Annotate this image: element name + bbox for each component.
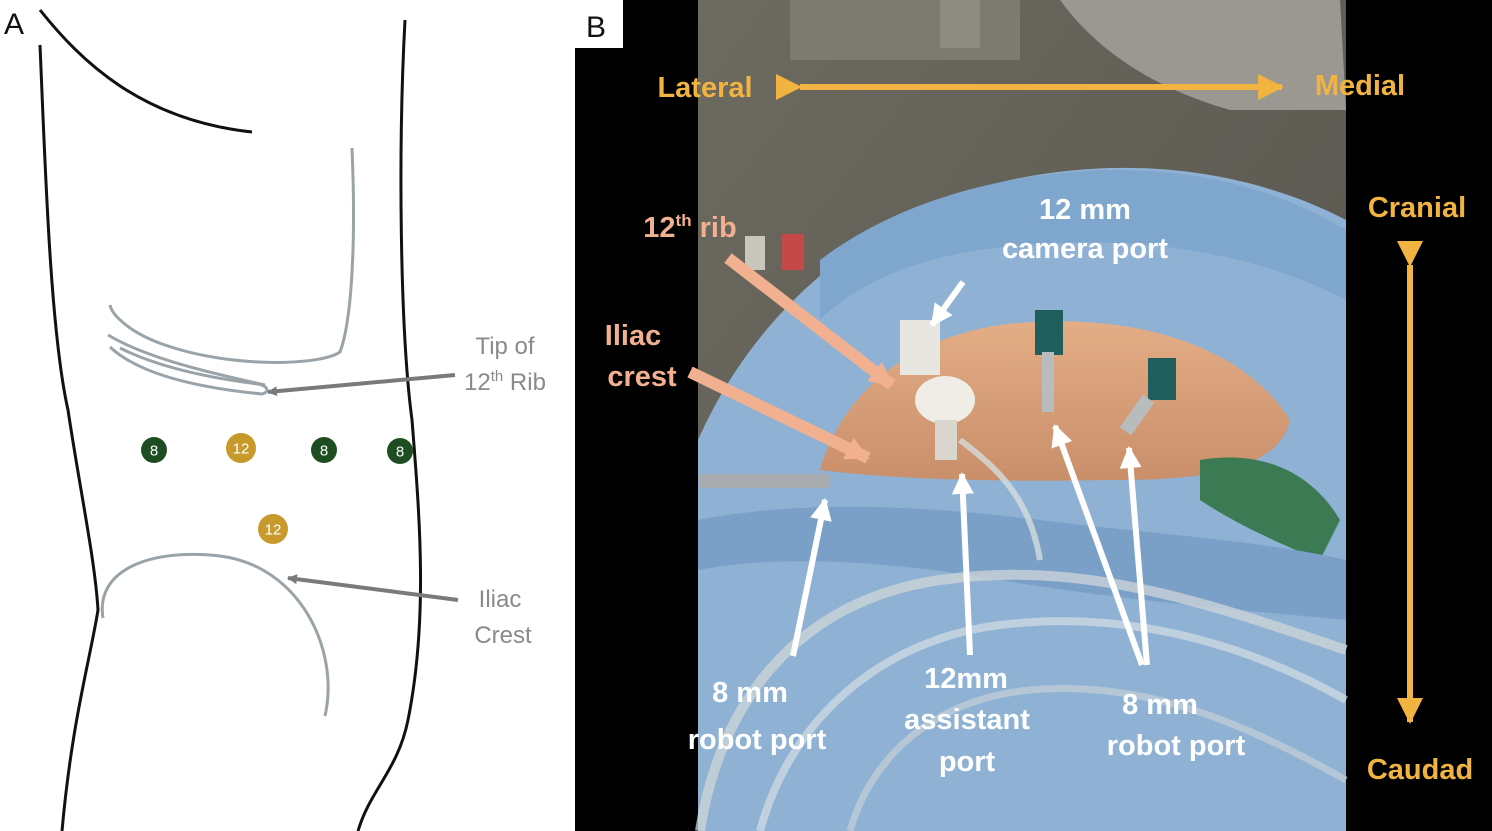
panel-b: B Lateral Medial Cranial Caudad 12th rib… <box>575 0 1492 831</box>
svg-text:8: 8 <box>396 444 404 461</box>
robot-trocar-head-2 <box>1148 358 1176 400</box>
torso-outline-right <box>356 19 423 831</box>
crest-label-line2: Crest <box>474 622 532 649</box>
port-marker-8mm-1: 8 <box>141 437 167 463</box>
assistant-label-line2: assistant <box>904 704 1030 736</box>
panel-b-letter-box <box>575 0 623 48</box>
camera-port-label-line1: 12 mm <box>1039 194 1131 226</box>
assistant-label-line1: 12mm <box>924 663 1008 695</box>
rib-label-arrow <box>267 373 456 397</box>
direction-caudad: Caudad <box>1367 754 1473 786</box>
rib-label-line1: Tip of <box>475 333 534 360</box>
camera-trocar-head <box>900 320 940 375</box>
assistant-label-line3: port <box>939 746 996 778</box>
port-marker-8mm-2: 8 <box>311 437 337 463</box>
robot-right-arrow-1 <box>1051 424 1145 667</box>
crest-label-line1: Iliac <box>479 586 522 613</box>
rib-pointer-arrow <box>724 253 896 390</box>
iliac-pointer-arrow <box>687 366 871 464</box>
anatomy-iliac-line1: Iliac <box>605 320 661 352</box>
torso-outline-left <box>38 44 100 831</box>
robot-right-label-line1: 8 mm <box>1122 689 1198 721</box>
camera-port-label-line2: camera port <box>1002 233 1168 265</box>
assistant-port-arrow <box>951 472 974 656</box>
direction-lateral: Lateral <box>657 72 752 104</box>
robot-left-label-line2: robot port <box>688 724 827 756</box>
surgical-photo <box>695 0 1348 831</box>
robot-right-label-line2: robot port <box>1107 730 1246 762</box>
svg-text:8: 8 <box>320 443 328 460</box>
direction-cranial: Cranial <box>1368 192 1466 224</box>
svg-text:12: 12 <box>233 441 250 458</box>
port-marker-8mm-3: 8 <box>387 438 413 464</box>
panel-a-letter: A <box>4 8 24 41</box>
iliac-crest-line <box>100 552 330 717</box>
panel-a-letter-box <box>0 0 40 40</box>
anatomy-12th-rib-label: 12th rib <box>643 211 736 244</box>
svg-text:12: 12 <box>265 522 282 539</box>
robot-right-arrow-2 <box>1119 446 1150 666</box>
rib-12-tip <box>108 345 269 396</box>
crest-label-arrow <box>287 574 459 602</box>
panel-b-letter: B <box>586 11 606 44</box>
port-marker-12mm-2: 12 <box>258 514 288 544</box>
shoulder-outline <box>38 9 253 134</box>
port-marker-12mm-1: 12 <box>226 433 256 463</box>
robot-left-arrow <box>790 498 832 657</box>
anatomy-iliac-line2: crest <box>607 361 677 393</box>
robot-trocar-head-1 <box>1035 310 1063 355</box>
robot-left-label-line1: 8 mm <box>712 677 788 709</box>
rib-line-upper <box>108 147 355 364</box>
svg-text:8: 8 <box>150 443 158 460</box>
panel-a: A Tip of 12th Rib Iliac Crest 8 12 8 <box>0 0 546 831</box>
rib-label-line2: 12th Rib <box>464 368 546 396</box>
lateral-instrument-shaft <box>700 474 830 488</box>
camera-port-arrow <box>929 280 966 327</box>
direction-medial: Medial <box>1315 70 1405 102</box>
